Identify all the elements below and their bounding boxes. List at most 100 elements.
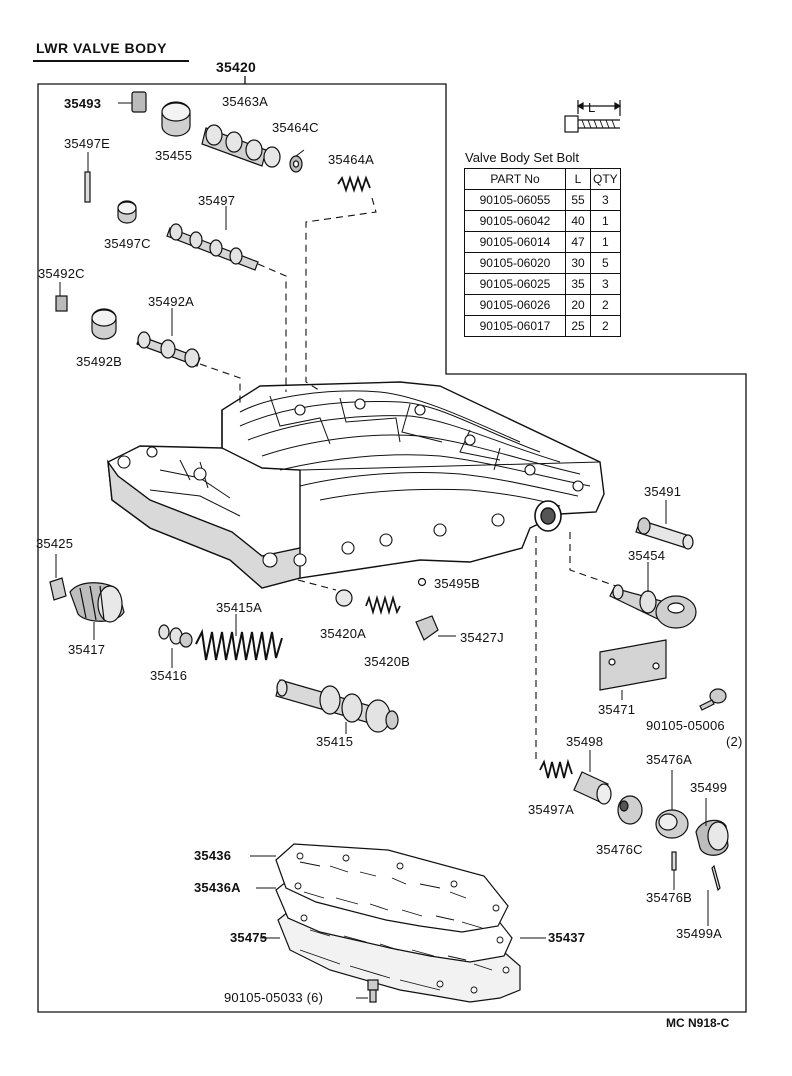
- length-cell: 55: [565, 189, 591, 211]
- qty-cell: 3: [590, 273, 621, 295]
- bolt-table-caption: Valve Body Set Bolt: [465, 150, 579, 165]
- part-35499A-pin: [711, 864, 721, 892]
- bolt-table-header: PART No L QTY: [464, 168, 621, 190]
- callout-35425: 35425: [36, 536, 74, 551]
- callout-35436A: 35436A: [194, 880, 241, 895]
- part-35425: [49, 577, 67, 601]
- callout-35420A: 35420A: [320, 626, 367, 641]
- valve-body-casting: [107, 381, 605, 589]
- part-35495B: [417, 577, 427, 587]
- part-90105-05006-bolt: [699, 688, 727, 711]
- assembly-number: 35420: [216, 59, 256, 75]
- part-35454: [609, 584, 697, 629]
- dashed-leaders: [199, 197, 617, 762]
- callout-35454: 35454: [628, 548, 666, 563]
- part-35497E: [84, 171, 91, 203]
- header-qty: QTY: [590, 168, 621, 190]
- part-35497A-spring: [539, 758, 573, 779]
- callout-35471: 35471: [598, 702, 636, 717]
- callout-35476B: 35476B: [646, 890, 693, 905]
- length-cell: 30: [565, 252, 591, 274]
- qty-cell: 2: [590, 315, 621, 337]
- bolt-length-label: L: [588, 100, 596, 115]
- callout-35463A: 35463A: [222, 94, 269, 109]
- part-35415-valve: [275, 679, 399, 733]
- separator-plates: [275, 843, 521, 1003]
- callout-35475: 35475: [230, 930, 268, 945]
- part-35476C-retainer: [617, 795, 643, 825]
- callout-35464A: 35464A: [328, 152, 375, 167]
- callout-35455: 35455: [155, 148, 193, 163]
- callout-35437: 35437: [548, 930, 586, 945]
- callout-35436: 35436: [194, 848, 232, 863]
- callout-35491: 35491: [644, 484, 682, 499]
- callout-90105-05006-qty: (2): [726, 734, 743, 749]
- part-35417-piston: [69, 582, 125, 623]
- part-no-cell: 90105-06055: [464, 189, 566, 211]
- assembly-frame: [37, 83, 747, 1013]
- part-35498-plunger: [573, 771, 612, 805]
- part-35476A-piston: [655, 809, 689, 839]
- qty-cell: 1: [590, 210, 621, 232]
- part-no-cell: 90105-06025: [464, 273, 566, 295]
- part-90105-05033-bolt: [367, 979, 379, 1003]
- part-35463A: [201, 124, 281, 168]
- part-35427J-clip: [415, 615, 439, 641]
- part-35497: [166, 223, 259, 271]
- part-35492B: [91, 308, 117, 340]
- part-35493: [131, 91, 147, 113]
- bolt-icon: [564, 100, 622, 133]
- callout-35416: 35416: [150, 668, 188, 683]
- part-35464C: [289, 155, 303, 173]
- part-35420A-ball: [335, 589, 353, 607]
- callout-35415: 35415: [316, 734, 354, 749]
- length-cell: 40: [565, 210, 591, 232]
- part-35455: [161, 101, 191, 137]
- length-cell: 47: [565, 231, 591, 253]
- header-length: L: [565, 168, 591, 190]
- callout-90105-05033: 90105-05033 (6): [224, 990, 324, 1005]
- callout-35492C: 35492C: [38, 266, 85, 281]
- callout-35497E: 35497E: [64, 136, 111, 151]
- part-35497C: [117, 200, 137, 224]
- callout-35493: 35493: [64, 96, 102, 111]
- callout-35464C: 35464C: [272, 120, 319, 135]
- callout-35497C: 35497C: [104, 236, 151, 251]
- callout-35427J: 35427J: [460, 630, 504, 645]
- part-no-cell: 90105-06014: [464, 231, 566, 253]
- part-35464A-spring: [337, 175, 371, 193]
- callout-35497: 35497: [198, 193, 236, 208]
- qty-cell: 2: [590, 294, 621, 316]
- qty-cell: 1: [590, 231, 621, 253]
- part-no-cell: 90105-06026: [464, 294, 566, 316]
- diagram-title: LWR VALVE BODY: [36, 40, 167, 56]
- length-cell: 35: [565, 273, 591, 295]
- callout-35492B: 35492B: [76, 354, 123, 369]
- part-35415A-spring: [195, 628, 283, 661]
- part-35471-plate: [599, 639, 667, 691]
- callout-90105-05006: 90105-05006: [646, 718, 725, 733]
- callout-35497A: 35497A: [528, 802, 575, 817]
- plate-leaders: [250, 855, 546, 939]
- callout-35498: 35498: [566, 734, 604, 749]
- callout-35499A: 35499A: [676, 926, 723, 941]
- length-cell: 20: [565, 294, 591, 316]
- callout-35495B: 35495B: [434, 576, 481, 591]
- callout-35476A: 35476A: [646, 752, 693, 767]
- part-35491: [635, 517, 694, 550]
- callout-35499: 35499: [690, 780, 728, 795]
- callout-35417: 35417: [68, 642, 106, 657]
- callout-35415A: 35415A: [216, 600, 263, 615]
- part-35420B-spring: [365, 594, 401, 616]
- part-35499-plug: [695, 819, 729, 856]
- title-underline: [33, 60, 189, 62]
- part-no-cell: 90105-06042: [464, 210, 566, 232]
